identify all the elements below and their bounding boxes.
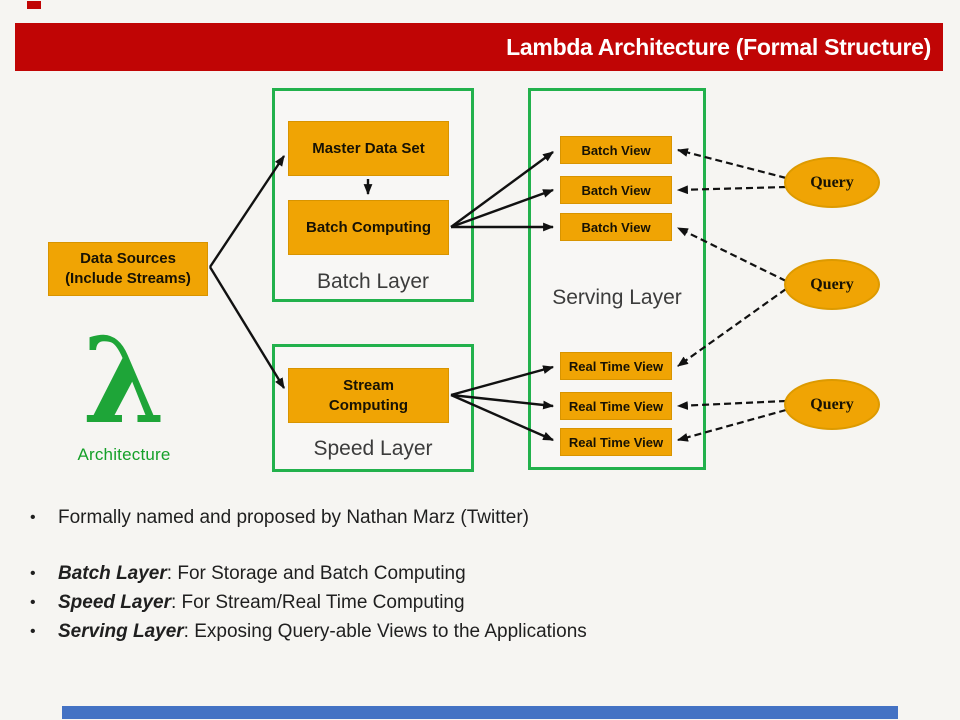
batch-view-box: Batch View	[560, 176, 672, 204]
top-left-accent	[27, 1, 41, 9]
batch-view-box: Batch View	[560, 136, 672, 164]
speed-layer-label: Speed Layer	[313, 437, 433, 460]
bullet-marker: •	[30, 509, 36, 526]
query-ellipse: Query	[784, 259, 880, 310]
realtime-view-box: Real Time View	[560, 352, 672, 380]
bullet-item: • Serving Layer: Exposing Query-able Vie…	[26, 617, 926, 646]
bullet-lead: Speed Layer	[58, 592, 171, 613]
bullet-text: : Exposing Query-able Views to the Appli…	[183, 621, 587, 642]
bullet-text: Formally named and proposed by Nathan Ma…	[58, 507, 529, 528]
query-ellipse: Query	[784, 379, 880, 430]
batch-computing-box: Batch Computing	[288, 200, 449, 255]
data-sources-line1: Data Sources	[80, 250, 176, 267]
realtime-view-box: Real Time View	[560, 392, 672, 420]
bullet-list: • Formally named and proposed by Nathan …	[26, 503, 926, 646]
data-sources-line2: (Include Streams)	[65, 270, 191, 287]
footer-accent-bar	[62, 706, 898, 719]
serving-layer-label: Serving Layer	[552, 286, 682, 309]
bullet-item: • Speed Layer: For Stream/Real Time Comp…	[26, 588, 926, 617]
realtime-view-box: Real Time View	[560, 428, 672, 456]
title-bar: Lambda Architecture (Formal Structure)	[15, 23, 943, 71]
lambda-symbol: λ	[82, 311, 166, 450]
data-sources-box: Data Sources (Include Streams)	[48, 242, 208, 296]
bullet-item: • Batch Layer: For Storage and Batch Com…	[26, 559, 926, 588]
stream-computing-box: Stream Computing	[288, 368, 449, 423]
bullet-text: : For Storage and Batch Computing	[166, 563, 466, 584]
stream-computing-line2: Computing	[328, 396, 409, 414]
batch-layer-label: Batch Layer	[316, 270, 430, 293]
bullet-item: • Formally named and proposed by Nathan …	[26, 503, 926, 532]
bullet-lead: Batch Layer	[58, 563, 167, 584]
bullet-marker: •	[30, 594, 36, 611]
lambda-caption: Architecture	[77, 445, 171, 464]
batch-view-box: Batch View	[560, 213, 672, 241]
query-ellipse: Query	[784, 157, 880, 208]
bullet-lead: Serving Layer	[58, 621, 184, 642]
bullet-text: : For Stream/Real Time Computing	[171, 592, 465, 613]
stream-computing-line1: Stream	[343, 376, 394, 394]
master-data-set-box: Master Data Set	[288, 121, 449, 176]
bullet-marker: •	[30, 565, 36, 582]
slide-title: Lambda Architecture (Formal Structure)	[506, 33, 931, 60]
bullet-marker: •	[30, 623, 36, 640]
